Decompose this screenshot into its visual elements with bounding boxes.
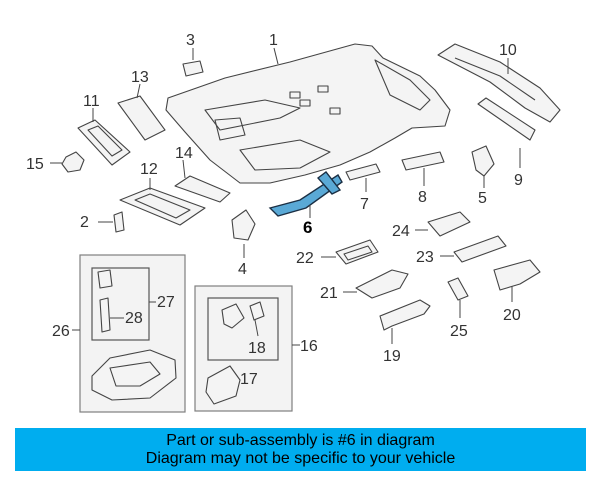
callout-23: 23 xyxy=(416,249,434,266)
part-25 xyxy=(447,277,469,318)
callout-12: 12 xyxy=(140,161,158,178)
callout-3: 3 xyxy=(186,32,195,49)
parts-diagram: 1 2 3 4 5 6 7 8 9 10 11 12 13 14 15 16 1… xyxy=(26,32,561,413)
part-20 xyxy=(493,259,541,302)
banner-line-1: Part or sub-assembly is #6 in diagram xyxy=(166,431,435,449)
part-3 xyxy=(182,48,204,77)
callout-2: 2 xyxy=(80,214,89,231)
part-23 xyxy=(440,235,507,263)
part-19 xyxy=(379,299,431,344)
part-22 xyxy=(321,239,379,265)
banner-line-2: Diagram may not be specific to your vehi… xyxy=(145,449,456,467)
callout-17: 17 xyxy=(240,371,258,388)
callout-16: 16 xyxy=(300,338,318,355)
callout-15: 15 xyxy=(26,156,44,173)
part-4 xyxy=(231,209,256,258)
part-13 xyxy=(117,83,166,141)
callout-10: 10 xyxy=(499,42,517,59)
box-26 xyxy=(72,254,186,413)
part-5 xyxy=(471,145,495,188)
callout-1: 1 xyxy=(269,32,278,49)
callout-19: 19 xyxy=(383,348,401,365)
part-15 xyxy=(50,151,85,173)
part-2 xyxy=(98,211,125,233)
part-1-headliner xyxy=(165,43,451,184)
part-21 xyxy=(343,269,409,299)
part-10 xyxy=(437,43,561,123)
part-11 xyxy=(77,108,131,166)
callout-21: 21 xyxy=(320,285,338,302)
callout-11: 11 xyxy=(83,93,100,110)
callout-7: 7 xyxy=(360,196,369,213)
part-14 xyxy=(174,159,231,203)
callout-4: 4 xyxy=(238,261,247,278)
part-6-highlighted xyxy=(268,171,343,218)
callout-5: 5 xyxy=(478,190,487,207)
callout-27: 27 xyxy=(157,294,175,311)
callout-13: 13 xyxy=(131,69,149,86)
part-9 xyxy=(477,97,536,168)
part-7 xyxy=(345,163,381,192)
callout-14: 14 xyxy=(175,145,193,162)
callout-28: 28 xyxy=(125,310,143,327)
callout-20: 20 xyxy=(503,307,521,324)
callout-6: 6 xyxy=(303,218,312,237)
callout-24: 24 xyxy=(392,223,410,240)
part-8 xyxy=(401,151,445,186)
box-16 xyxy=(194,285,300,412)
part-24 xyxy=(415,211,471,237)
callout-25: 25 xyxy=(450,323,468,340)
callout-22: 22 xyxy=(296,250,314,267)
callout-9: 9 xyxy=(514,172,523,189)
callout-8: 8 xyxy=(418,189,427,206)
part-12 xyxy=(119,178,206,226)
info-banner: Part or sub-assembly is #6 in diagram Di… xyxy=(15,428,586,471)
callout-18: 18 xyxy=(248,340,266,357)
callout-26: 26 xyxy=(52,323,70,340)
